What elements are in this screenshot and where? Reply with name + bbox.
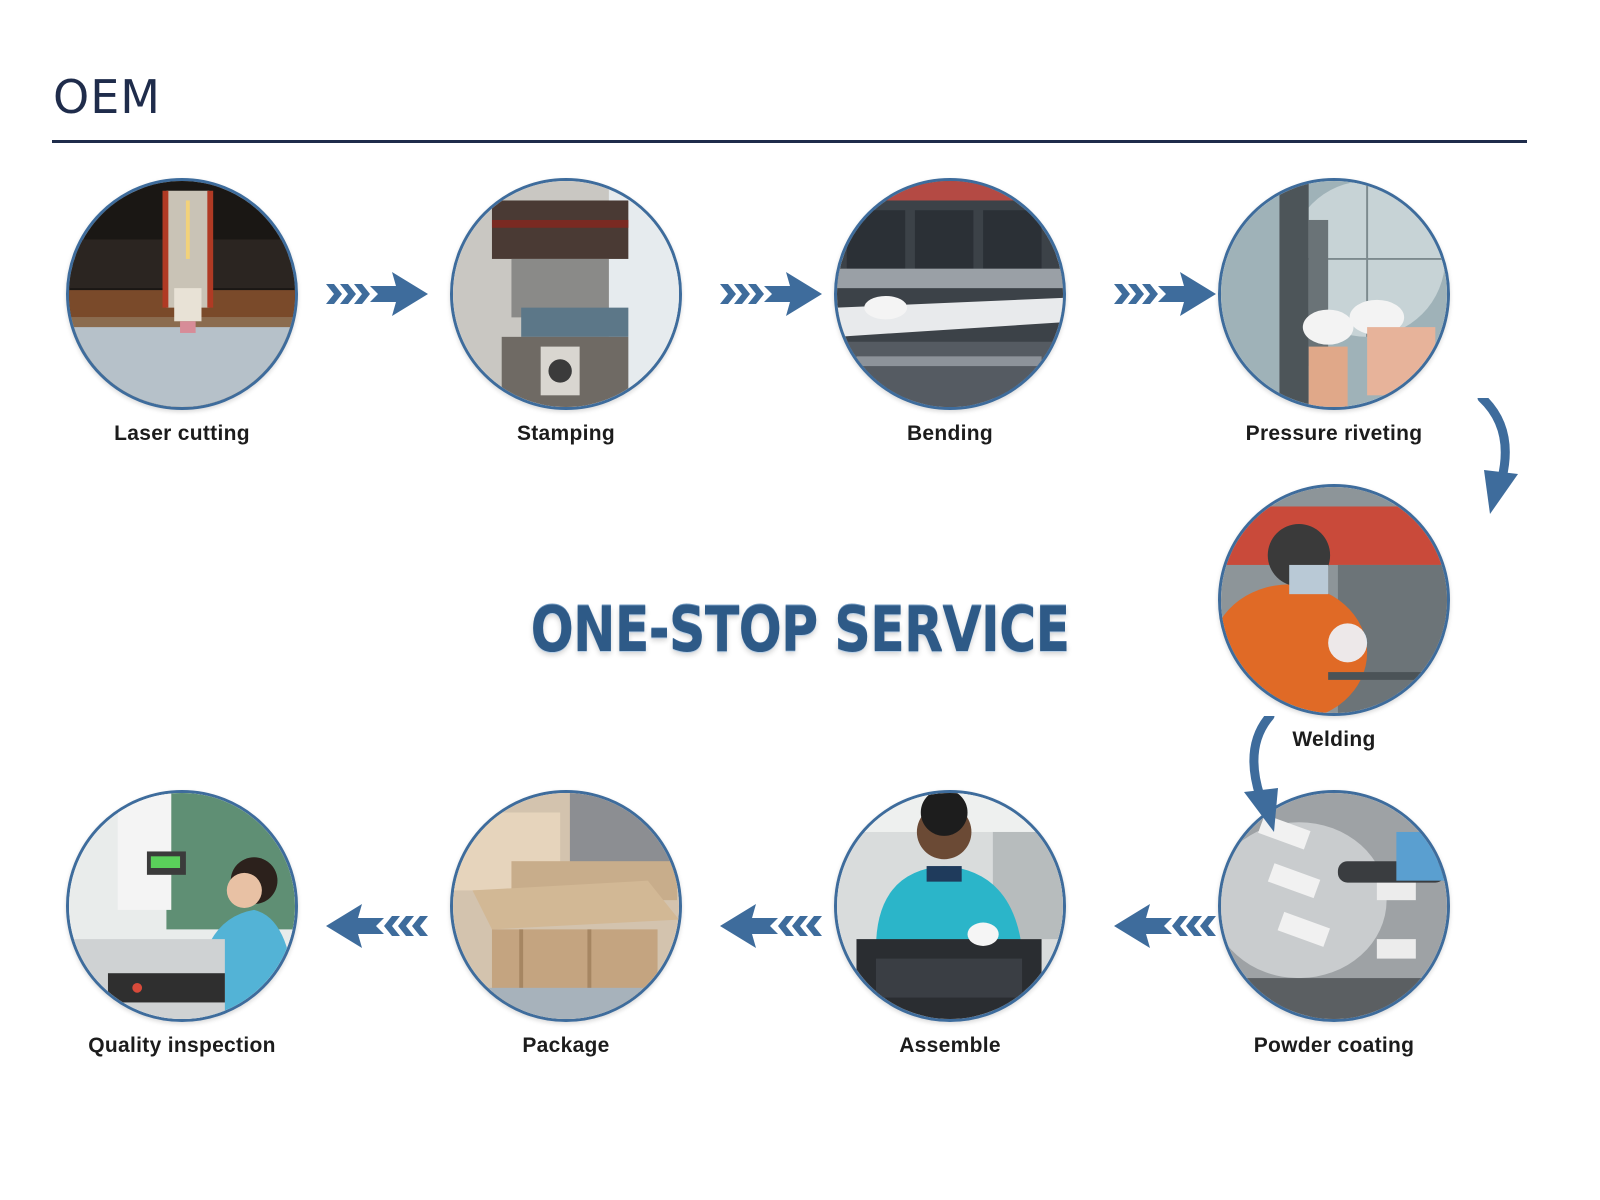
chevron-arrow-left-icon [326,904,428,948]
chevron-arrow-right-icon [720,272,822,316]
step-laser-cutting: Laser cutting [52,178,312,446]
laser-cutter-photo [66,178,298,410]
step-label: Package [522,1034,610,1057]
step-welding: Welding [1204,484,1464,752]
chevron-arrow-right-icon [1114,272,1216,316]
step-label: Bending [906,422,994,445]
press-brake-photo [834,178,1066,410]
chevron-arrow-left-icon [1114,904,1216,948]
page-title: OEM [53,70,161,124]
step-package: Package [436,790,696,1058]
step-quality-inspection: Quality inspection [52,790,312,1058]
welder-photo [1218,484,1450,716]
curved-arrow-down-icon [1244,716,1278,832]
assembly-worker-photo [834,790,1066,1022]
step-stamping: Stamping [436,178,696,446]
step-label: Quality inspection [88,1034,276,1057]
step-pressure-riveting: Pressure riveting [1204,178,1464,446]
one-stop-service-banner: ONE-STOP SERVICE [144,592,1456,665]
title-divider [52,140,1527,143]
step-label: Stamping [516,422,616,445]
spray-gun-photo [1218,790,1450,1022]
step-assemble: Assemble [820,790,1080,1058]
chevron-arrow-right-icon [326,272,428,316]
curved-arrow-down-icon [1477,398,1518,514]
step-label: Assemble [899,1034,1001,1057]
step-label: Welding [1292,728,1376,751]
step-label: Pressure riveting [1245,422,1423,445]
inspection-photo [66,790,298,1022]
step-label: Laser cutting [114,422,250,445]
stamping-press-photo [450,178,682,410]
step-powder-coating: Powder coating [1204,790,1464,1058]
chevron-arrow-left-icon [720,904,822,948]
step-bending: Bending [820,178,1080,446]
banner-text: ONE-STOP SERVICE [530,592,1071,665]
wooden-crates-photo [450,790,682,1022]
riveting-photo [1218,178,1450,410]
step-label: Powder coating [1253,1034,1415,1057]
